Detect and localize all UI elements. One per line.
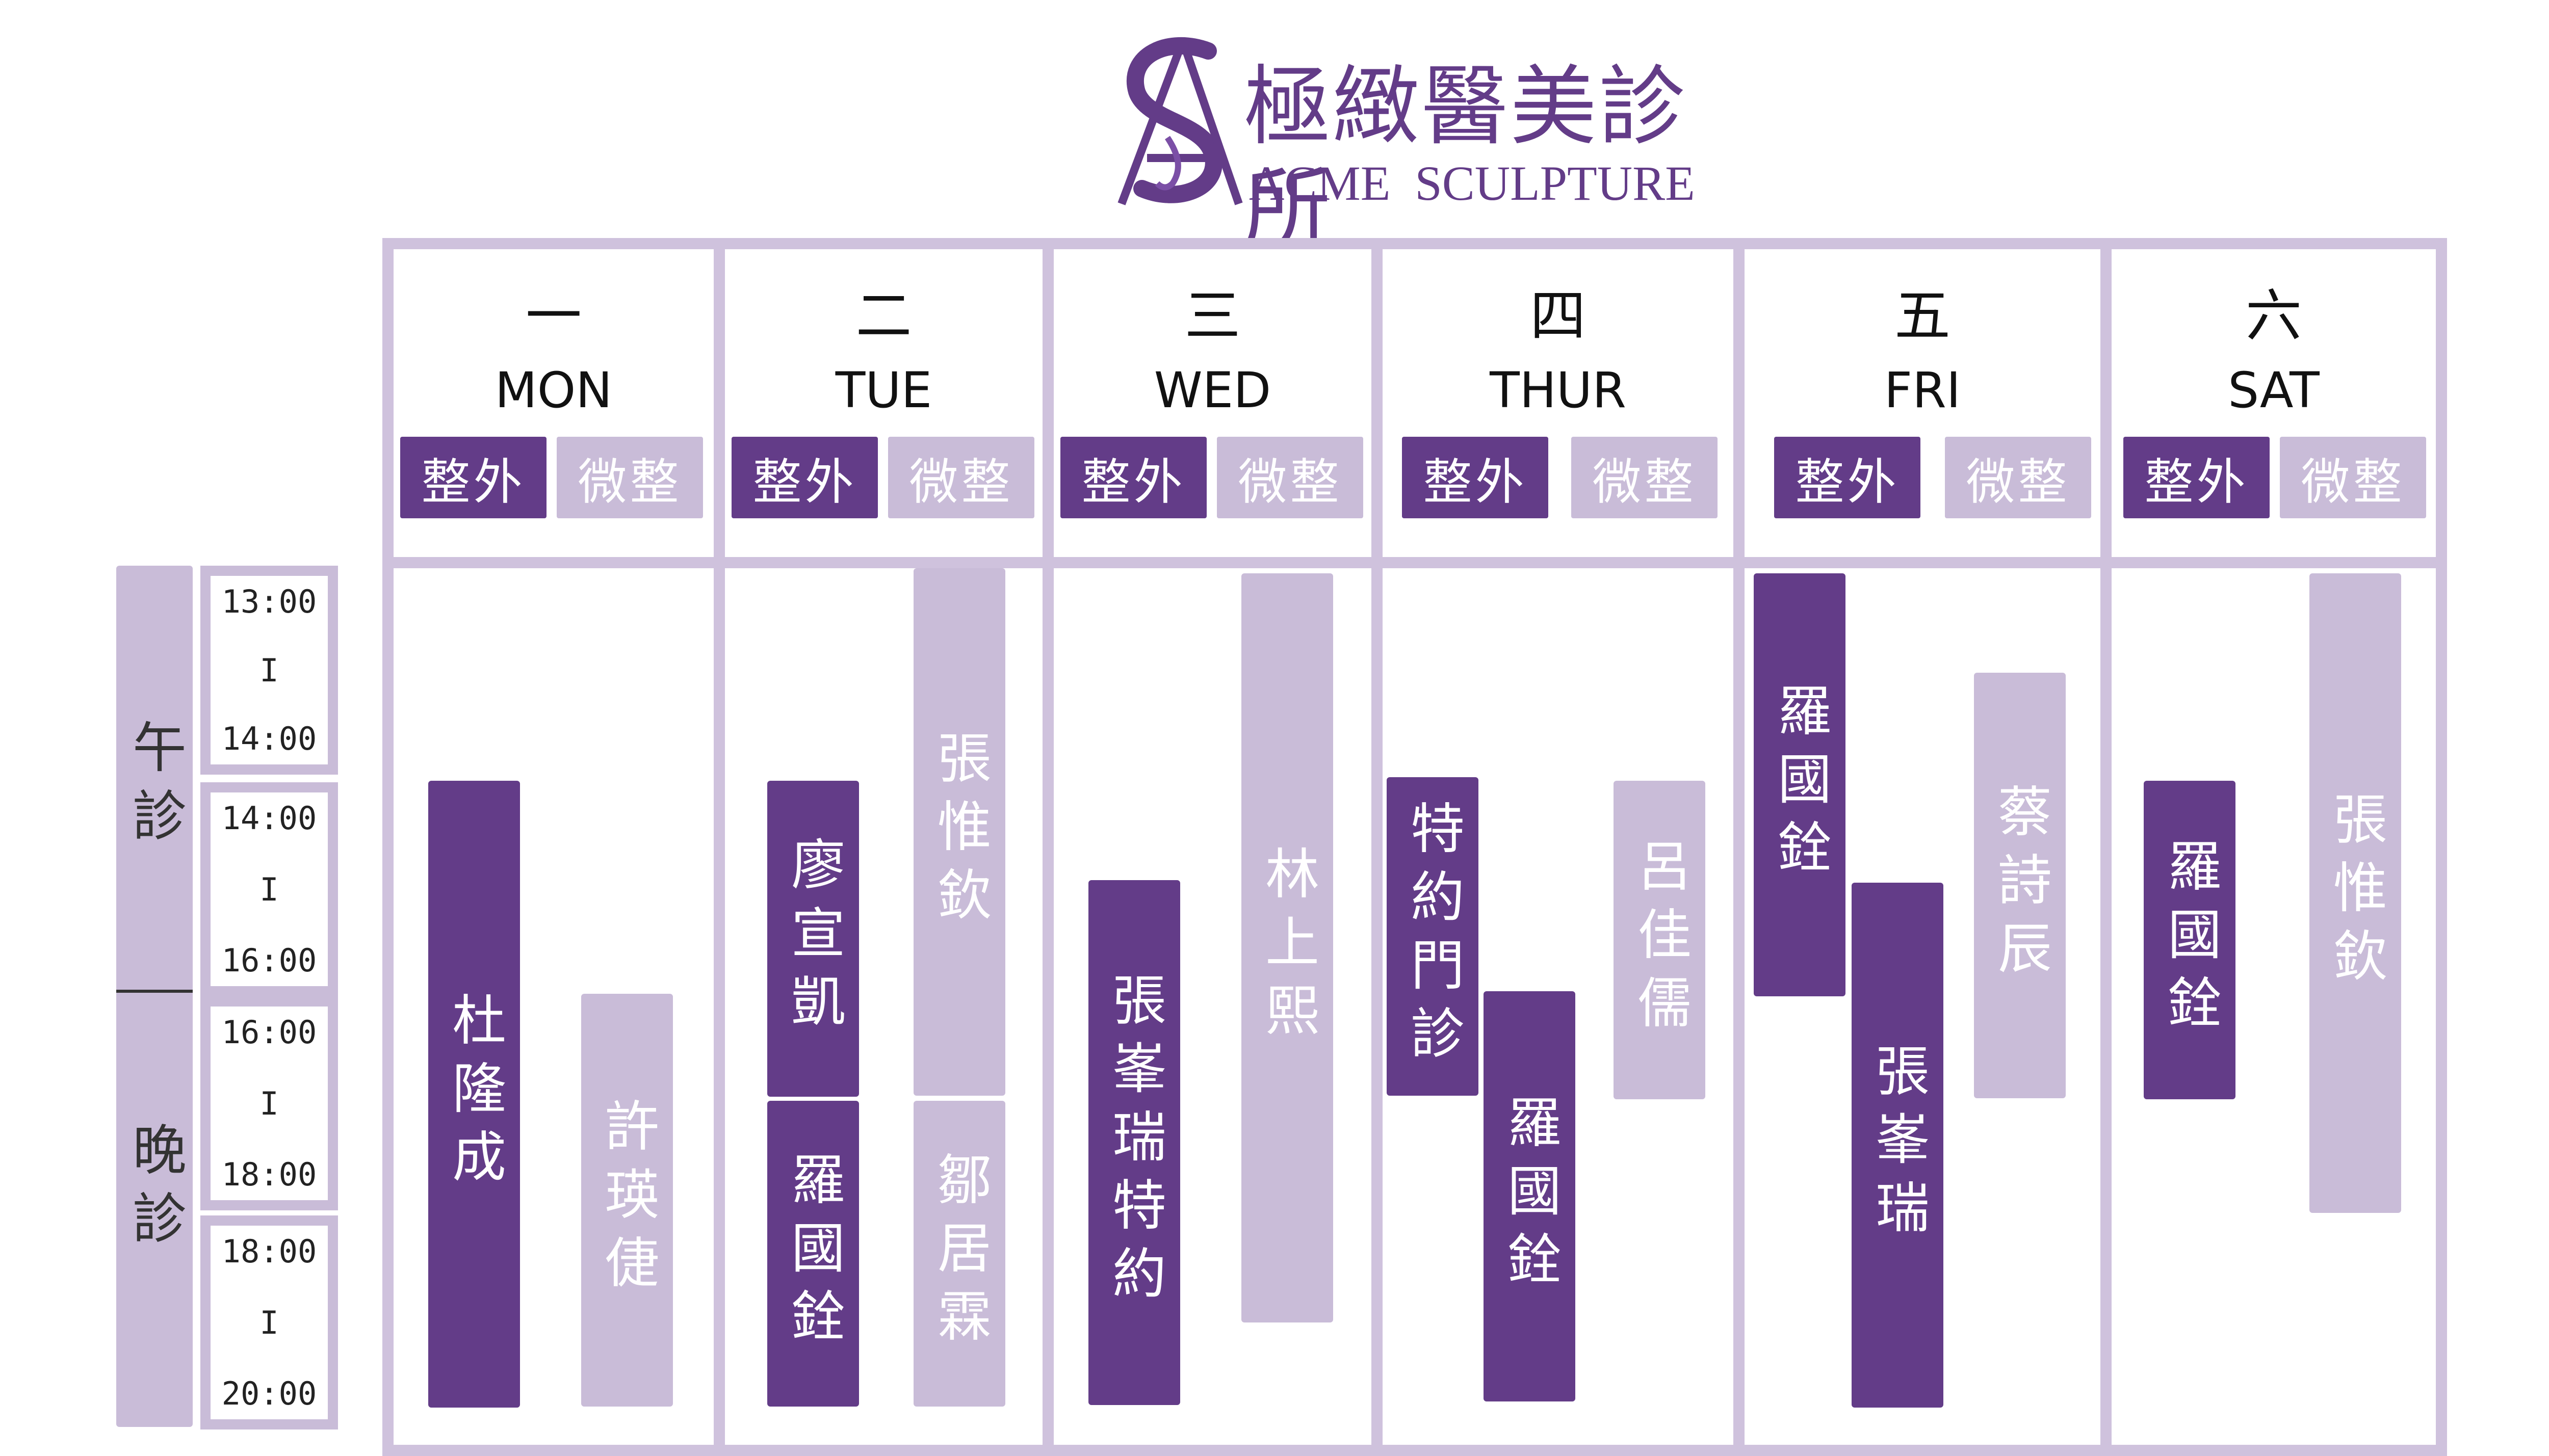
time-slot-3: 16:00 I 18:00 <box>200 996 338 1210</box>
tag-surgery-tue: 整外 <box>732 437 878 518</box>
time-start: 18:00 <box>221 1233 317 1270</box>
doctor-bar-sat-surgery: 羅國銓 <box>2144 781 2235 1099</box>
day-cn-sat: 六 <box>2246 283 2302 349</box>
day-en-sat: SAT <box>2228 362 2320 419</box>
time-end: 16:00 <box>221 942 317 979</box>
clinic-name-en: ACME SCULPTURE <box>1249 156 1695 210</box>
doctor-bar-thu-surgery-2: 羅國銓 <box>1484 991 1575 1401</box>
tag-surgery-fri: 整外 <box>1774 437 1920 518</box>
tag-micro-fri: 微整 <box>1945 437 2091 518</box>
logo-mark-icon <box>1117 37 1243 205</box>
day-en-thu: THUR <box>1490 362 1626 419</box>
doctor-bar-tue-micro-2: 鄒居霖 <box>914 1101 1005 1407</box>
doctor-bar-sat-micro: 張惟欽 <box>2309 573 2401 1213</box>
column-divider <box>1733 238 1745 1456</box>
doctor-bar-tue-micro-1: 張惟欽 <box>914 568 1005 1096</box>
time-start: 16:00 <box>221 1014 317 1051</box>
day-cn-tue: 二 <box>855 283 912 349</box>
time-end: 14:00 <box>221 720 317 757</box>
doctor-bar-fri-surgery-2: 張峯瑞 <box>1852 883 1943 1408</box>
doctor-bar-wed-surgery: 張峯瑞特約 <box>1088 880 1180 1405</box>
doctor-bar-mon-micro: 許瑛倢 <box>581 994 673 1407</box>
tag-surgery-thu: 整外 <box>1402 437 1548 518</box>
time-slot-1: 13:00 I 14:00 <box>200 566 338 775</box>
column-divider <box>1043 238 1054 1456</box>
time-end: 18:00 <box>221 1156 317 1193</box>
tag-micro-sat: 微整 <box>2280 437 2426 518</box>
day-cn-mon: 一 <box>526 283 582 349</box>
doctor-bar-thu-micro: 呂佳儒 <box>1614 781 1705 1099</box>
tag-surgery-sat: 整外 <box>2123 437 2270 518</box>
session-label-column <box>116 566 193 1427</box>
day-cn-fri: 五 <box>1894 283 1950 349</box>
doctor-bar-thu-surgery-1: 特約門診 <box>1387 777 1478 1096</box>
doctor-bar-wed-micro: 林上熙 <box>1241 573 1333 1322</box>
clinic-name-zh: 極緻醫美診所 <box>1244 57 1688 259</box>
time-slot-2: 14:00 I 16:00 <box>200 782 338 996</box>
session-divider-line <box>116 990 193 993</box>
doctor-bar-fri-surgery-1: 羅國銓 <box>1754 573 1845 996</box>
tag-micro-wed: 微整 <box>1217 437 1363 518</box>
day-en-mon: MON <box>495 362 613 419</box>
session-evening: 晚診 <box>123 1122 186 1258</box>
clinic-logo <box>1106 36 1249 209</box>
column-divider <box>1371 238 1383 1456</box>
time-slot-4: 18:00 I 20:00 <box>200 1215 338 1429</box>
tag-surgery-mon: 整外 <box>400 437 547 518</box>
day-cn-thu: 四 <box>1530 283 1586 349</box>
day-en-wed: WED <box>1154 362 1271 419</box>
doctor-bar-tue-surgery-2: 羅國銓 <box>767 1101 859 1407</box>
doctor-bar-fri-micro: 蔡詩辰 <box>1974 673 2066 1098</box>
column-divider <box>714 238 725 1456</box>
time-sep: I <box>259 651 279 689</box>
tag-micro-thu: 微整 <box>1571 437 1718 518</box>
day-cn-wed: 三 <box>1184 283 1241 349</box>
tag-surgery-wed: 整外 <box>1060 437 1207 518</box>
doctor-bar-tue-surgery-1: 廖宣凱 <box>767 781 859 1097</box>
schedule-body-frame <box>382 557 2447 1456</box>
tag-micro-tue: 微整 <box>888 437 1034 518</box>
doctor-bar-mon-surgery: 杜隆成 <box>428 781 520 1408</box>
column-divider <box>2100 238 2112 1456</box>
session-afternoon: 午診 <box>123 719 186 856</box>
tag-micro-mon: 微整 <box>557 437 703 518</box>
day-en-fri: FRI <box>1884 362 1961 419</box>
time-sep: I <box>259 870 279 908</box>
day-en-tue: TUE <box>835 362 932 419</box>
time-sep: I <box>259 1304 279 1341</box>
time-end: 20:00 <box>221 1375 317 1412</box>
time-sep: I <box>259 1084 279 1122</box>
time-start: 13:00 <box>221 583 317 620</box>
time-start: 14:00 <box>221 800 317 837</box>
